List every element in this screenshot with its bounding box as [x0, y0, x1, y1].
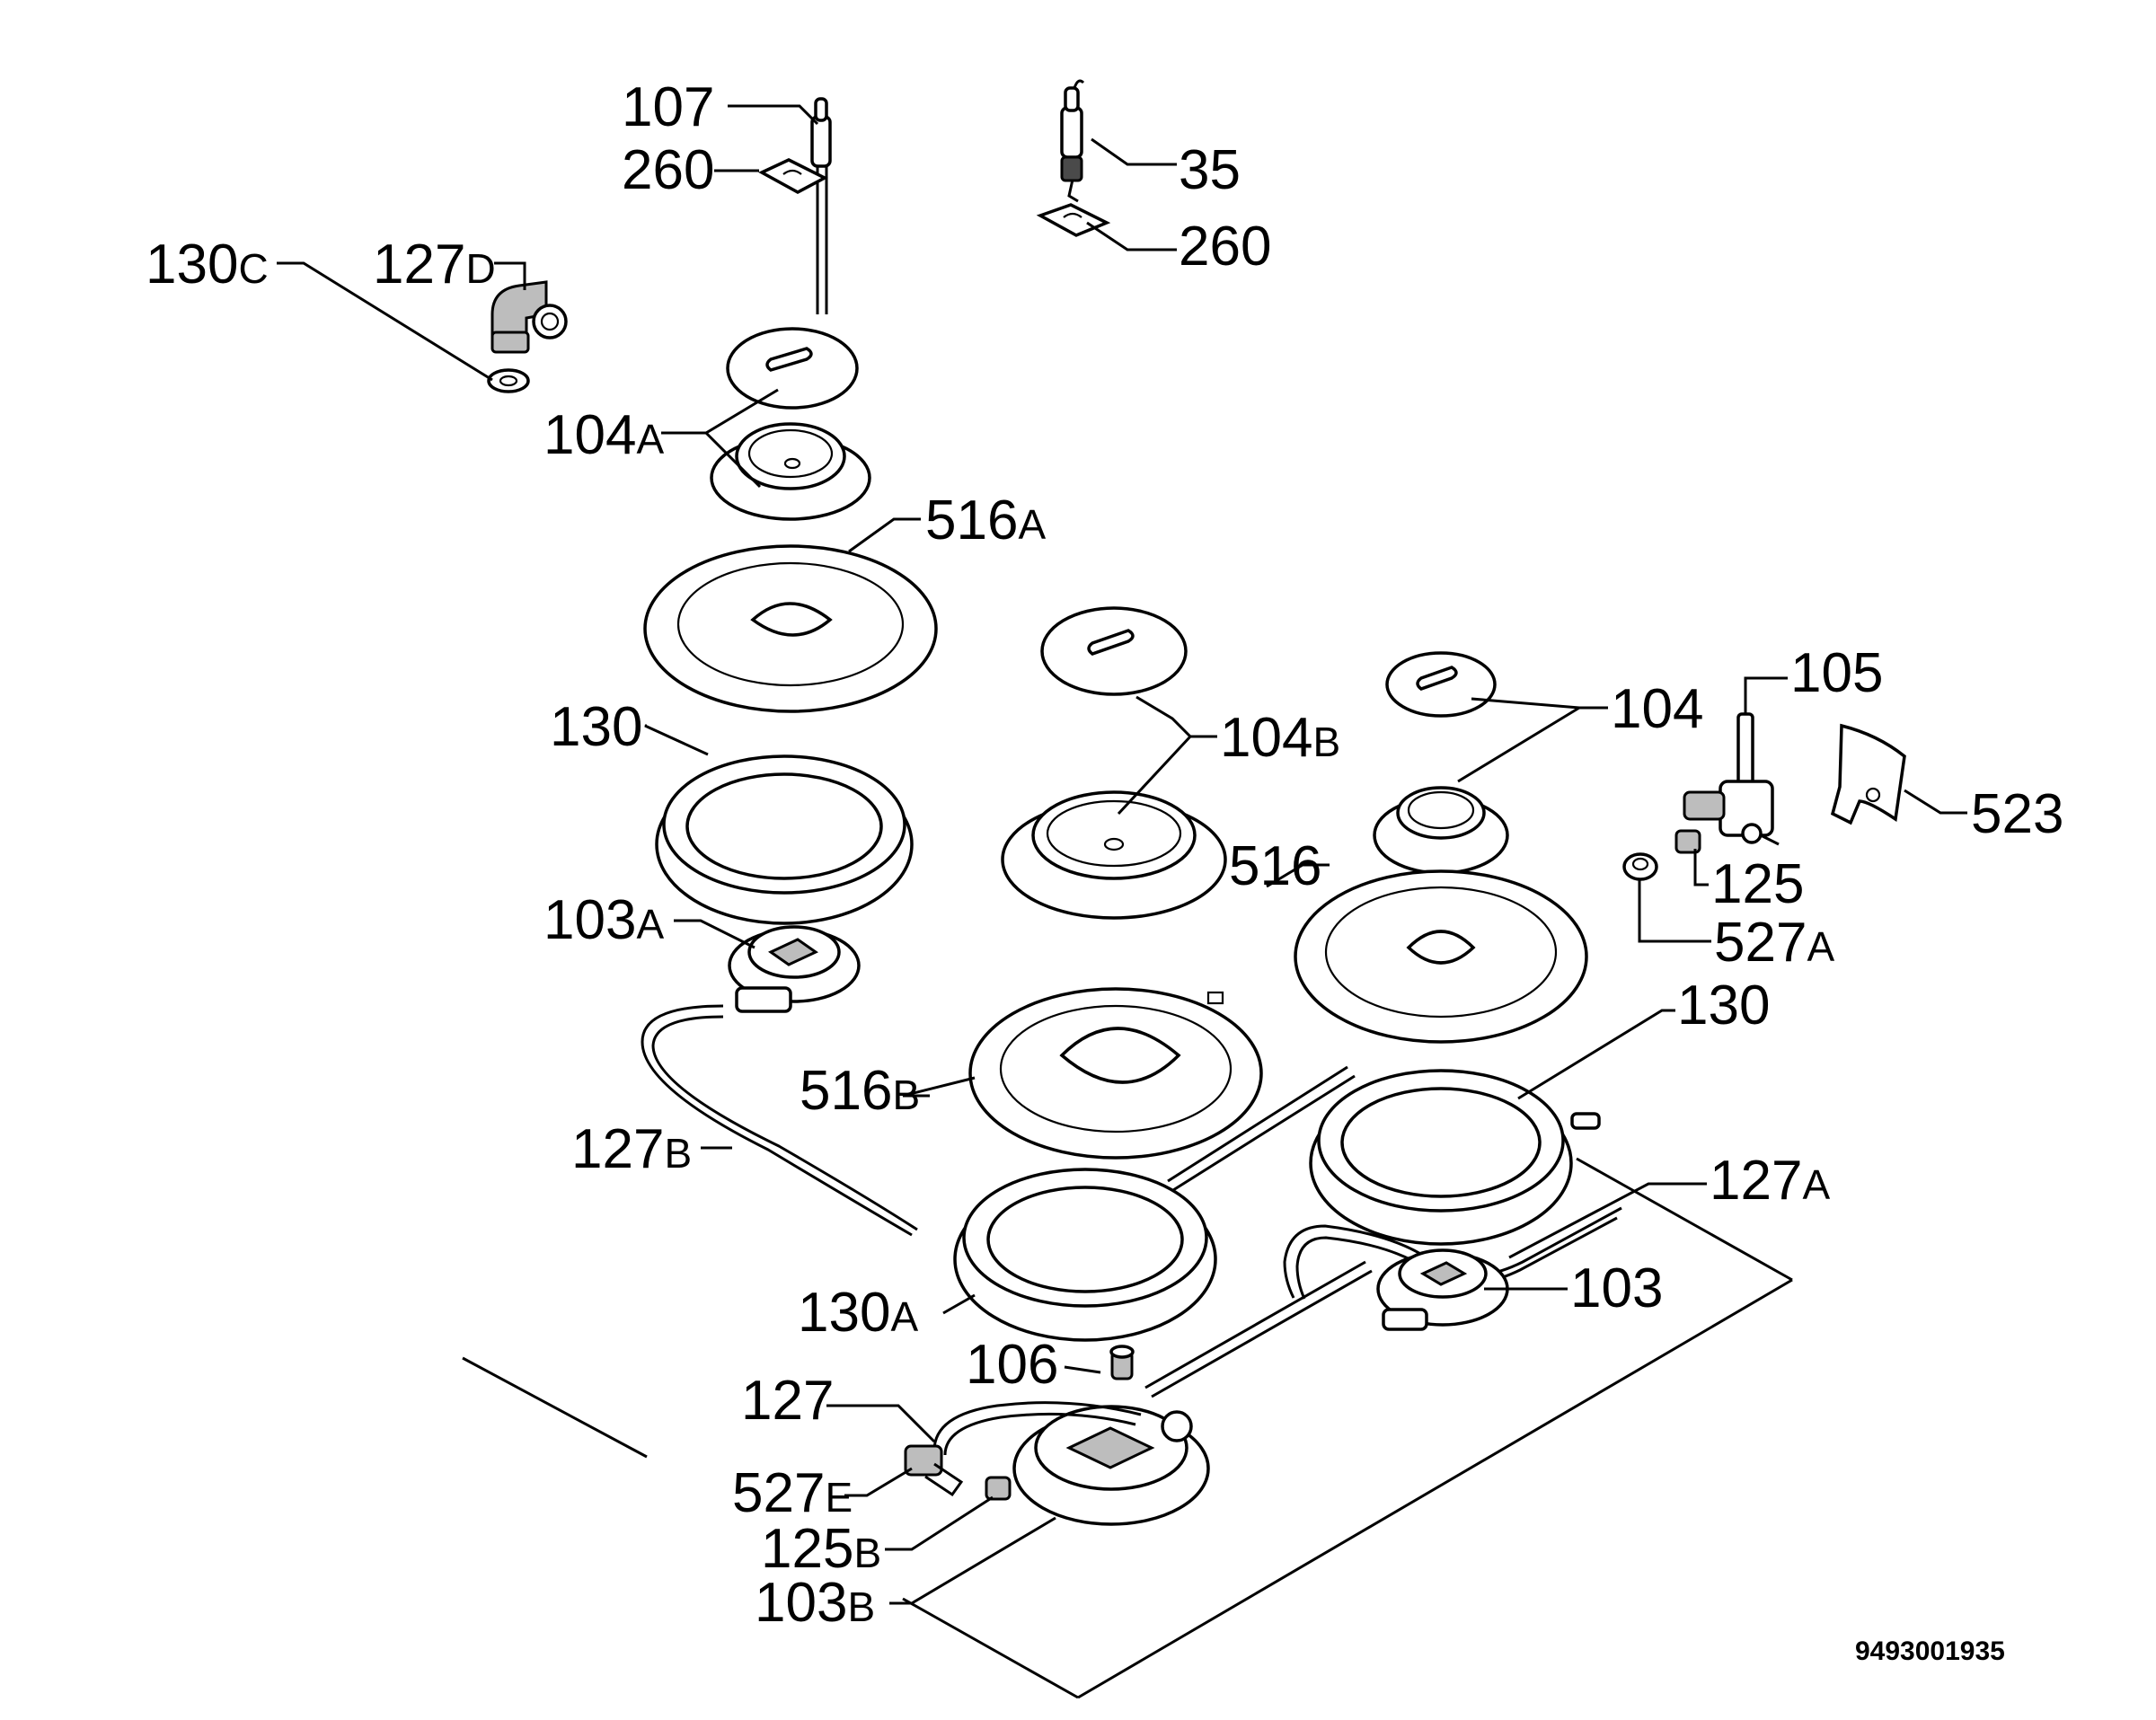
- label-516a: 516A: [925, 490, 1046, 551]
- drawing-code: 9493001935: [1855, 1636, 2005, 1666]
- hob-outline: [462, 1157, 1793, 1699]
- label-125b: 125B: [761, 1518, 881, 1580]
- clip-260-top: [758, 158, 828, 194]
- enamel-ring-516: [1294, 869, 1588, 1044]
- enamel-ring-516a: [643, 544, 938, 713]
- label-260-right: 260: [1179, 216, 1271, 278]
- thermocouple-107: [810, 97, 832, 314]
- burner-body-103b: [1012, 1405, 1210, 1526]
- label-107: 107: [622, 76, 714, 138]
- label-127: 127: [741, 1370, 834, 1432]
- label-105: 105: [1790, 642, 1883, 704]
- gasket-130a: [953, 1168, 1217, 1342]
- injector-106: [1109, 1345, 1135, 1380]
- label-516: 516: [1229, 835, 1321, 897]
- label-130-right: 130: [1677, 975, 1770, 1036]
- gas-pipe-middle: [1167, 1065, 1356, 1192]
- part-labels: 107 260 35 260 130C 127D 104A 516A 130 1…: [146, 76, 2063, 1666]
- burner-cap-104b: [1040, 606, 1188, 696]
- label-523: 523: [1971, 783, 2063, 845]
- label-104b: 104B: [1220, 707, 1340, 769]
- label-103b: 103B: [755, 1572, 875, 1634]
- ignition-electrode-35: [1060, 79, 1085, 203]
- enamel-ring-516b: [968, 987, 1263, 1160]
- label-130c: 130C: [146, 234, 269, 295]
- gasket-130-left: [655, 754, 914, 925]
- gas-pipe-127: [932, 1401, 1142, 1456]
- gasket-130-right: [1309, 1069, 1601, 1246]
- elbow-fitting-127d: [490, 280, 568, 354]
- gas-pipe-127b: [641, 1004, 918, 1237]
- burner-cap-104a: [726, 327, 859, 410]
- label-127b: 127B: [571, 1118, 692, 1180]
- gas-pipe-bottom: [1144, 1260, 1373, 1398]
- label-125: 125: [1711, 853, 1804, 915]
- label-103: 103: [1570, 1257, 1663, 1319]
- label-35: 35: [1179, 139, 1241, 201]
- label-127d: 127D: [373, 234, 496, 295]
- label-130a: 130A: [798, 1282, 918, 1344]
- injector-125: [1674, 829, 1701, 854]
- burner-cap-104: [1385, 651, 1497, 718]
- label-516b: 516B: [800, 1060, 920, 1122]
- label-104: 104: [1611, 678, 1703, 740]
- burner-crown-104b: [1001, 790, 1227, 920]
- label-260-top: 260: [622, 139, 714, 201]
- burner-body-103: [1376, 1248, 1509, 1331]
- label-106: 106: [966, 1334, 1058, 1396]
- label-103a: 103A: [543, 889, 664, 951]
- nut-527e: [904, 1444, 964, 1497]
- label-130-left: 130: [550, 696, 642, 758]
- nut-527a: [1622, 852, 1658, 881]
- washer-130c: [487, 368, 530, 393]
- label-527a: 527A: [1714, 912, 1834, 974]
- label-527e: 527E: [732, 1462, 853, 1524]
- injector-125b: [985, 1476, 1012, 1501]
- clip-260-right: [1036, 203, 1111, 237]
- label-104a: 104A: [543, 404, 664, 466]
- burner-body-103a: [728, 925, 861, 1013]
- burner-crown-104a: [710, 422, 871, 521]
- burner-crown-104: [1373, 786, 1509, 875]
- label-127a: 127A: [1710, 1150, 1830, 1212]
- leader-lines: [277, 104, 1967, 1605]
- bracket-523: [1830, 723, 1906, 825]
